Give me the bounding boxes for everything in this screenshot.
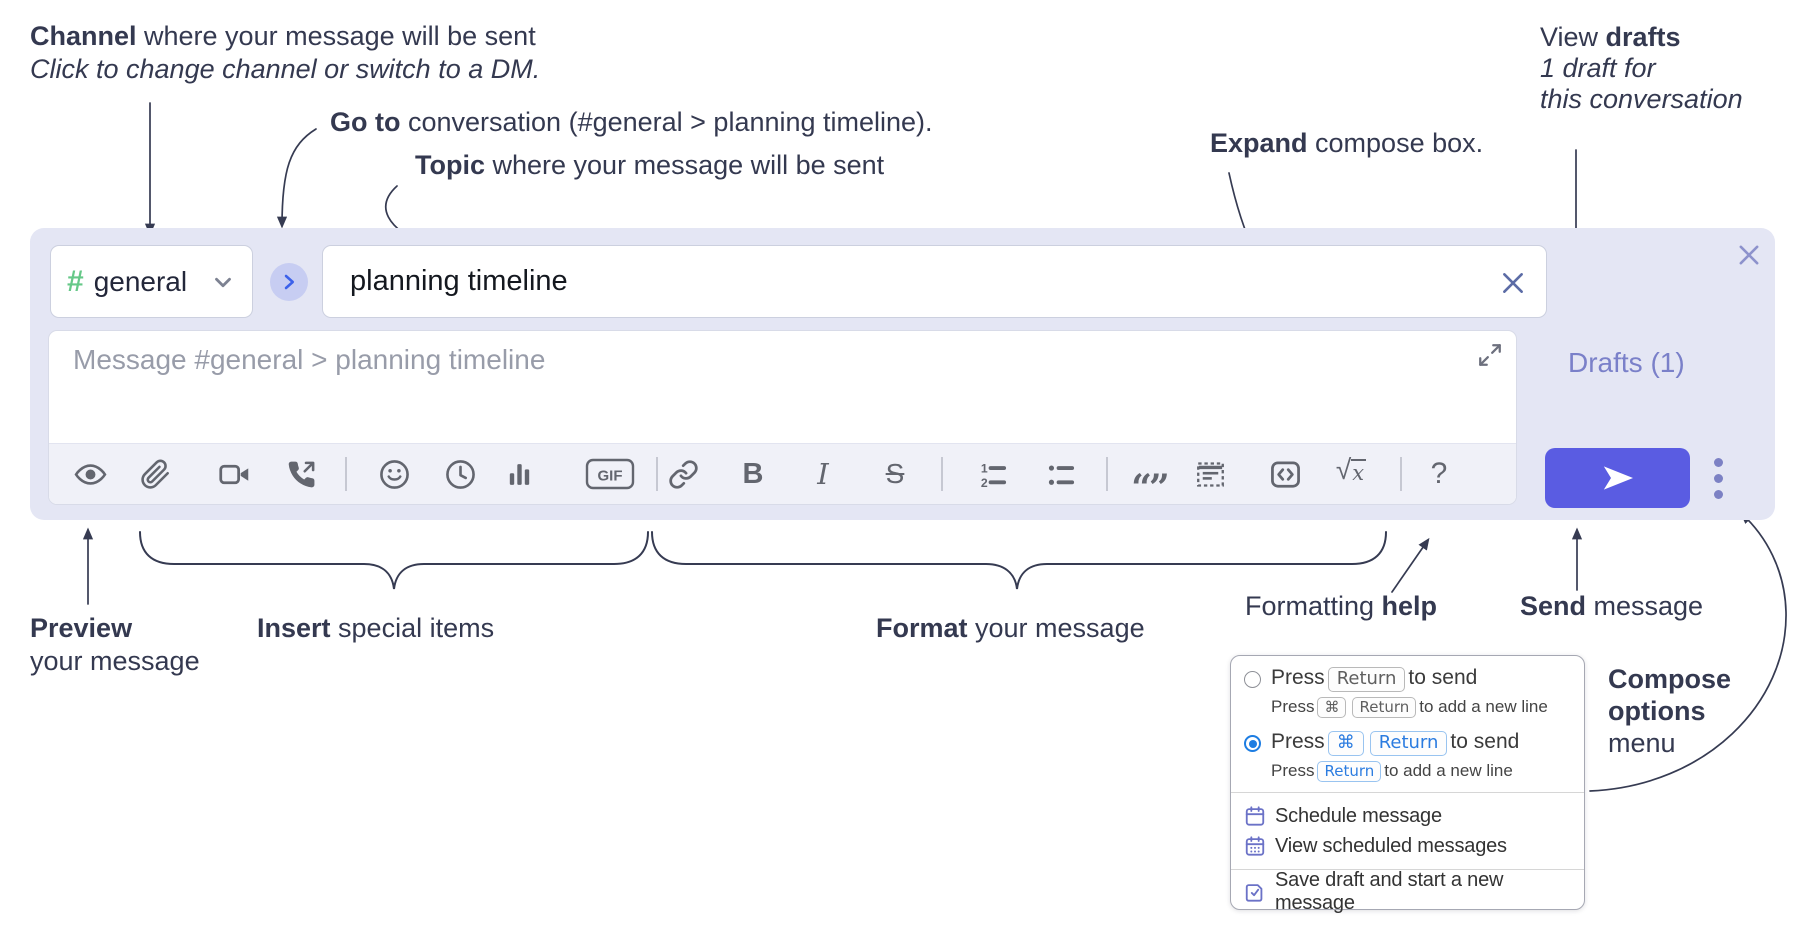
toolbar-divider [1106, 457, 1108, 491]
arrow-goto [276, 128, 317, 229]
annotation-view-drafts: View drafts 1 draft for this conversatio… [1540, 22, 1743, 114]
channel-hash-icon: # [67, 264, 84, 298]
channel-name: general [93, 265, 188, 297]
compose-options-button[interactable] [1703, 450, 1733, 506]
drafts-link[interactable]: Drafts (1) [1568, 347, 1685, 378]
math-icon[interactable]: √x [1335, 454, 1367, 485]
send-icon [1603, 466, 1633, 490]
menu-item-view-scheduled-messages[interactable]: View scheduled messages [1231, 831, 1584, 861]
annotation-topic: Topic where your message will be sent [415, 150, 885, 180]
svg-text:1: 1 [980, 461, 987, 475]
italic-icon[interactable]: I [817, 457, 829, 491]
link-icon[interactable] [665, 456, 701, 492]
bold-icon[interactable]: B [742, 457, 764, 490]
channel-selector[interactable]: # general [50, 245, 253, 318]
annotation-preview: Preview your message [30, 613, 200, 676]
svg-text:GIF: GIF [598, 468, 623, 485]
gif-icon[interactable]: GIF [584, 456, 636, 492]
toolbar-divider [941, 457, 943, 491]
compose-box: # general planning timeline Message #gen… [30, 228, 1775, 520]
draft-check-icon [1245, 884, 1263, 902]
send-button[interactable] [1545, 448, 1690, 508]
brace-format [651, 531, 1387, 590]
formatting-help-icon[interactable]: ? [1430, 457, 1448, 490]
preview-icon[interactable] [72, 456, 108, 492]
radio-return-to-send[interactable] [1244, 671, 1261, 688]
annotation-send: Send message [1520, 591, 1704, 621]
message-input[interactable]: Message #general > planning timeline [48, 330, 1517, 505]
audio-call-icon[interactable] [283, 456, 319, 492]
brace-insert [139, 531, 649, 590]
bulleted-list-icon[interactable] [1042, 456, 1078, 492]
message-placeholder: Message #general > planning timeline [73, 344, 546, 375]
video-call-icon[interactable] [216, 456, 252, 492]
attach-file-icon[interactable] [137, 456, 173, 492]
menu-item-schedule-message[interactable]: Schedule message [1231, 801, 1584, 831]
menu-item-save-draft[interactable]: Save draft and start a new message [1231, 869, 1584, 914]
expand-compose-icon[interactable] [1477, 342, 1503, 368]
calendar-icon [1245, 806, 1265, 826]
annotation-formatting-help: Formatting help [1245, 591, 1438, 621]
radio-cmd-return-to-send[interactable] [1244, 735, 1261, 752]
clear-topic-icon[interactable] [1500, 270, 1526, 296]
annotation-channel: Channel where your message will be sent … [30, 21, 541, 84]
strikethrough-icon[interactable]: S [885, 458, 905, 489]
arrow-formatting-help [1391, 537, 1430, 593]
chevron-right-icon [284, 274, 295, 290]
toolbar-divider [1400, 457, 1402, 491]
menu-divider [1231, 869, 1584, 870]
poll-icon[interactable] [501, 456, 537, 492]
topic-input[interactable]: planning timeline [322, 245, 1547, 318]
annotation-insert: Insert special items [257, 613, 495, 643]
global-time-icon[interactable] [442, 456, 478, 492]
emoji-icon[interactable] [376, 456, 412, 492]
annotation-expand: Expand compose box. [1210, 128, 1484, 158]
menu-divider [1231, 792, 1584, 793]
toolbar-divider [656, 457, 658, 491]
topic-value: planning timeline [350, 265, 568, 297]
calendar-dots-icon [1245, 836, 1265, 856]
spoiler-icon[interactable] [1192, 456, 1228, 492]
chevron-down-icon [215, 277, 231, 287]
quote-icon[interactable]: “” [1131, 467, 1169, 505]
code-icon[interactable] [1267, 456, 1303, 492]
annotation-goto: Go to conversation (#general > planning … [330, 107, 933, 137]
toolbar-divider [345, 457, 347, 491]
close-compose-icon[interactable] [1735, 241, 1763, 269]
annotation-format: Format your message [876, 613, 1145, 643]
annotation-compose-options: Compose options menu [1608, 664, 1732, 758]
go-to-conversation-button[interactable] [270, 263, 308, 301]
svg-text:2: 2 [980, 475, 987, 489]
